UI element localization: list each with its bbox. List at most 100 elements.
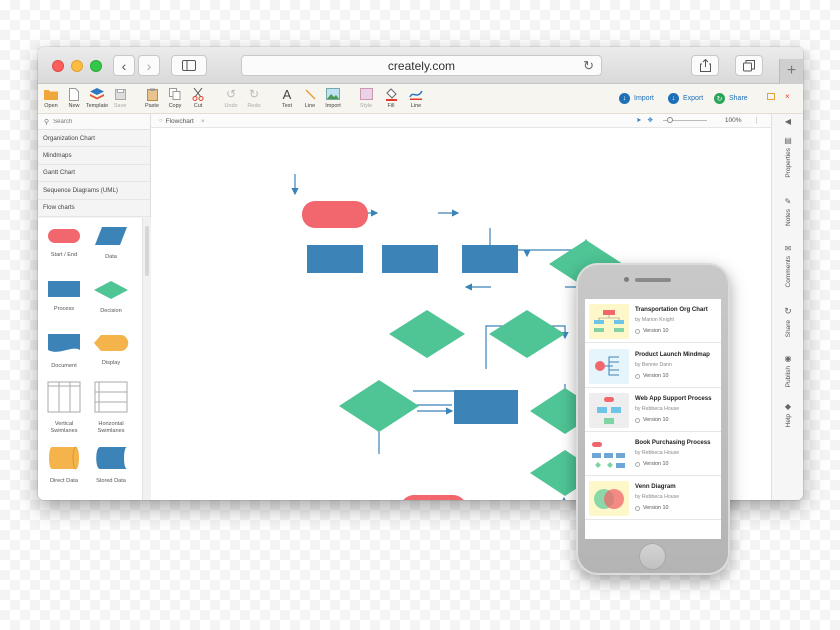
- process-box[interactable]: [454, 390, 518, 424]
- library-gantt-chart[interactable]: Gantt Chart: [38, 165, 150, 183]
- share-button[interactable]: ↻ Share: [714, 93, 748, 104]
- shape-process[interactable]: Process: [41, 280, 87, 313]
- share-sync-icon: ↻: [784, 306, 792, 316]
- zoom-menu-icon[interactable]: ⋮: [753, 117, 761, 124]
- new-document-icon: [69, 87, 79, 101]
- scroll-thumb[interactable]: [145, 226, 149, 276]
- open-button[interactable]: Open: [39, 87, 63, 109]
- chevron-right-icon: ›: [146, 57, 152, 74]
- list-item[interactable]: Book Purchasing Process by Rebbeca House…: [585, 432, 721, 476]
- close-window-button[interactable]: [52, 60, 64, 72]
- list-item[interactable]: [585, 520, 721, 539]
- decision-diamond[interactable]: [389, 310, 465, 358]
- save-button[interactable]: Save: [108, 87, 132, 109]
- list-item[interactable]: Product Launch Mindmap by Bennie Dann Ve…: [585, 344, 721, 388]
- export-button[interactable]: ↓ Export: [668, 93, 703, 104]
- zoom-window-button[interactable]: [90, 60, 102, 72]
- undo-icon: ↺: [225, 87, 237, 101]
- mobile-document-list: Transportation Org Chart by Marion Knigh…: [585, 299, 721, 539]
- process-box[interactable]: [462, 245, 518, 273]
- shape-direct-data[interactable]: Direct Data: [41, 446, 87, 485]
- save-icon: [114, 88, 126, 100]
- version-icon: [635, 505, 640, 511]
- shape-vertical-swimlanes[interactable]: Vertical Swimlanes: [41, 381, 87, 435]
- list-item[interactable]: Transportation Org Chart by Marion Knigh…: [585, 299, 721, 343]
- import-image-button[interactable]: Import: [321, 87, 345, 109]
- close-tab-icon[interactable]: ×: [200, 117, 205, 125]
- list-item[interactable]: Venn Diagram by Rebbeca House Version 10: [585, 476, 721, 520]
- new-tab-button[interactable]: +: [779, 59, 803, 84]
- decision-diamond[interactable]: [489, 310, 565, 358]
- document-shape-icon: [48, 334, 80, 352]
- line-tool-icon: [304, 88, 316, 100]
- app-toolbar: Open New Template Save Paste Copy Cut ↺: [38, 84, 803, 114]
- library-search-input[interactable]: [53, 118, 144, 125]
- back-button[interactable]: ‹: [113, 55, 135, 76]
- shape-decision[interactable]: Decision: [88, 280, 134, 315]
- zoom-slider[interactable]: [662, 116, 707, 123]
- fill-button[interactable]: Fill: [379, 87, 403, 109]
- paste-button[interactable]: Paste: [140, 87, 164, 109]
- show-tabs-button[interactable]: [735, 55, 763, 76]
- library-organization-chart[interactable]: Organization Chart: [38, 130, 150, 148]
- reload-icon[interactable]: ↻: [583, 58, 594, 73]
- palette-scrollbar[interactable]: [142, 218, 151, 500]
- tab-publish[interactable]: ◉ Publish: [784, 354, 792, 388]
- shape-display[interactable]: Display: [88, 334, 134, 367]
- folder-icon: [44, 89, 58, 100]
- line-tool-button[interactable]: Line: [298, 87, 322, 109]
- forward-button[interactable]: ›: [138, 55, 160, 76]
- pan-icon[interactable]: ✥: [647, 117, 653, 124]
- process-box[interactable]: [382, 245, 438, 273]
- start-terminator[interactable]: [302, 201, 368, 228]
- line-style-button[interactable]: Line: [404, 87, 428, 109]
- title-bar: ‹ › creately.com ↻ +: [38, 47, 803, 84]
- style-button[interactable]: Style: [354, 87, 378, 109]
- close-icon: ×: [785, 92, 790, 101]
- tab-properties[interactable]: ▤ Properties: [784, 136, 792, 178]
- pointer-icon[interactable]: ➤: [636, 117, 642, 124]
- maximize-button[interactable]: [767, 93, 775, 100]
- sidebar-toggle-button[interactable]: [171, 55, 207, 76]
- line-style-icon: [409, 90, 423, 100]
- home-button[interactable]: [639, 543, 666, 570]
- tab-comments[interactable]: ✉ Comments: [784, 244, 792, 288]
- notes-icon: ✎: [784, 197, 792, 206]
- text-tool-button[interactable]: A Text: [281, 86, 293, 110]
- shape-stored-data[interactable]: Stored Data: [88, 446, 134, 485]
- cut-button[interactable]: Cut: [186, 87, 210, 109]
- collapse-sidebar-button[interactable]: ◀: [775, 117, 801, 126]
- library-flow-charts[interactable]: Flow charts: [38, 200, 150, 217]
- undo-button[interactable]: ↺ Undo: [224, 87, 238, 109]
- end-terminator[interactable]: [400, 495, 467, 500]
- tab-flowchart[interactable]: ○ Flowchart ×: [159, 117, 205, 125]
- shape-palette: Start / End Data Process Decision Docume…: [38, 218, 151, 500]
- document-tab-bar: ○ Flowchart × ➤ ✥ 100% ⋮: [151, 114, 771, 128]
- list-item[interactable]: Web App Support Process by Rebbeca House…: [585, 388, 721, 432]
- template-button[interactable]: Template: [85, 87, 109, 109]
- zoom-level[interactable]: 100%: [724, 116, 742, 124]
- close-editor-button[interactable]: ×: [785, 92, 790, 101]
- decision-diamond[interactable]: [339, 380, 419, 432]
- new-button[interactable]: New: [62, 87, 86, 109]
- paste-icon: [146, 88, 158, 101]
- copy-button[interactable]: Copy: [163, 87, 187, 109]
- share-sheet-button[interactable]: [691, 55, 719, 76]
- document-thumbnail: [589, 481, 629, 516]
- shape-document[interactable]: Document: [41, 333, 87, 370]
- tab-notes[interactable]: ✎ Notes: [784, 197, 792, 226]
- process-box[interactable]: [307, 245, 363, 273]
- tab-share[interactable]: ↻ Share: [784, 306, 792, 338]
- minimize-window-button[interactable]: [71, 60, 83, 72]
- redo-button[interactable]: ↻ Redo: [247, 87, 261, 109]
- shape-start-end[interactable]: Start / End: [41, 228, 87, 259]
- zoom-controls: ➤ ✥ 100% ⋮: [636, 116, 760, 124]
- library-sequence-diagrams[interactable]: Sequence Diagrams (UML): [38, 182, 150, 200]
- shape-horizontal-swimlanes[interactable]: Horizontal Swimlanes: [88, 381, 134, 435]
- address-bar[interactable]: creately.com ↻: [241, 55, 602, 76]
- shape-data[interactable]: Data: [88, 226, 134, 261]
- import-button[interactable]: ↓ Import: [619, 93, 654, 104]
- library-mindmaps[interactable]: Mindmaps: [38, 147, 150, 165]
- display-shape-icon: [94, 335, 129, 351]
- tab-help[interactable]: ◆ Help: [784, 402, 792, 428]
